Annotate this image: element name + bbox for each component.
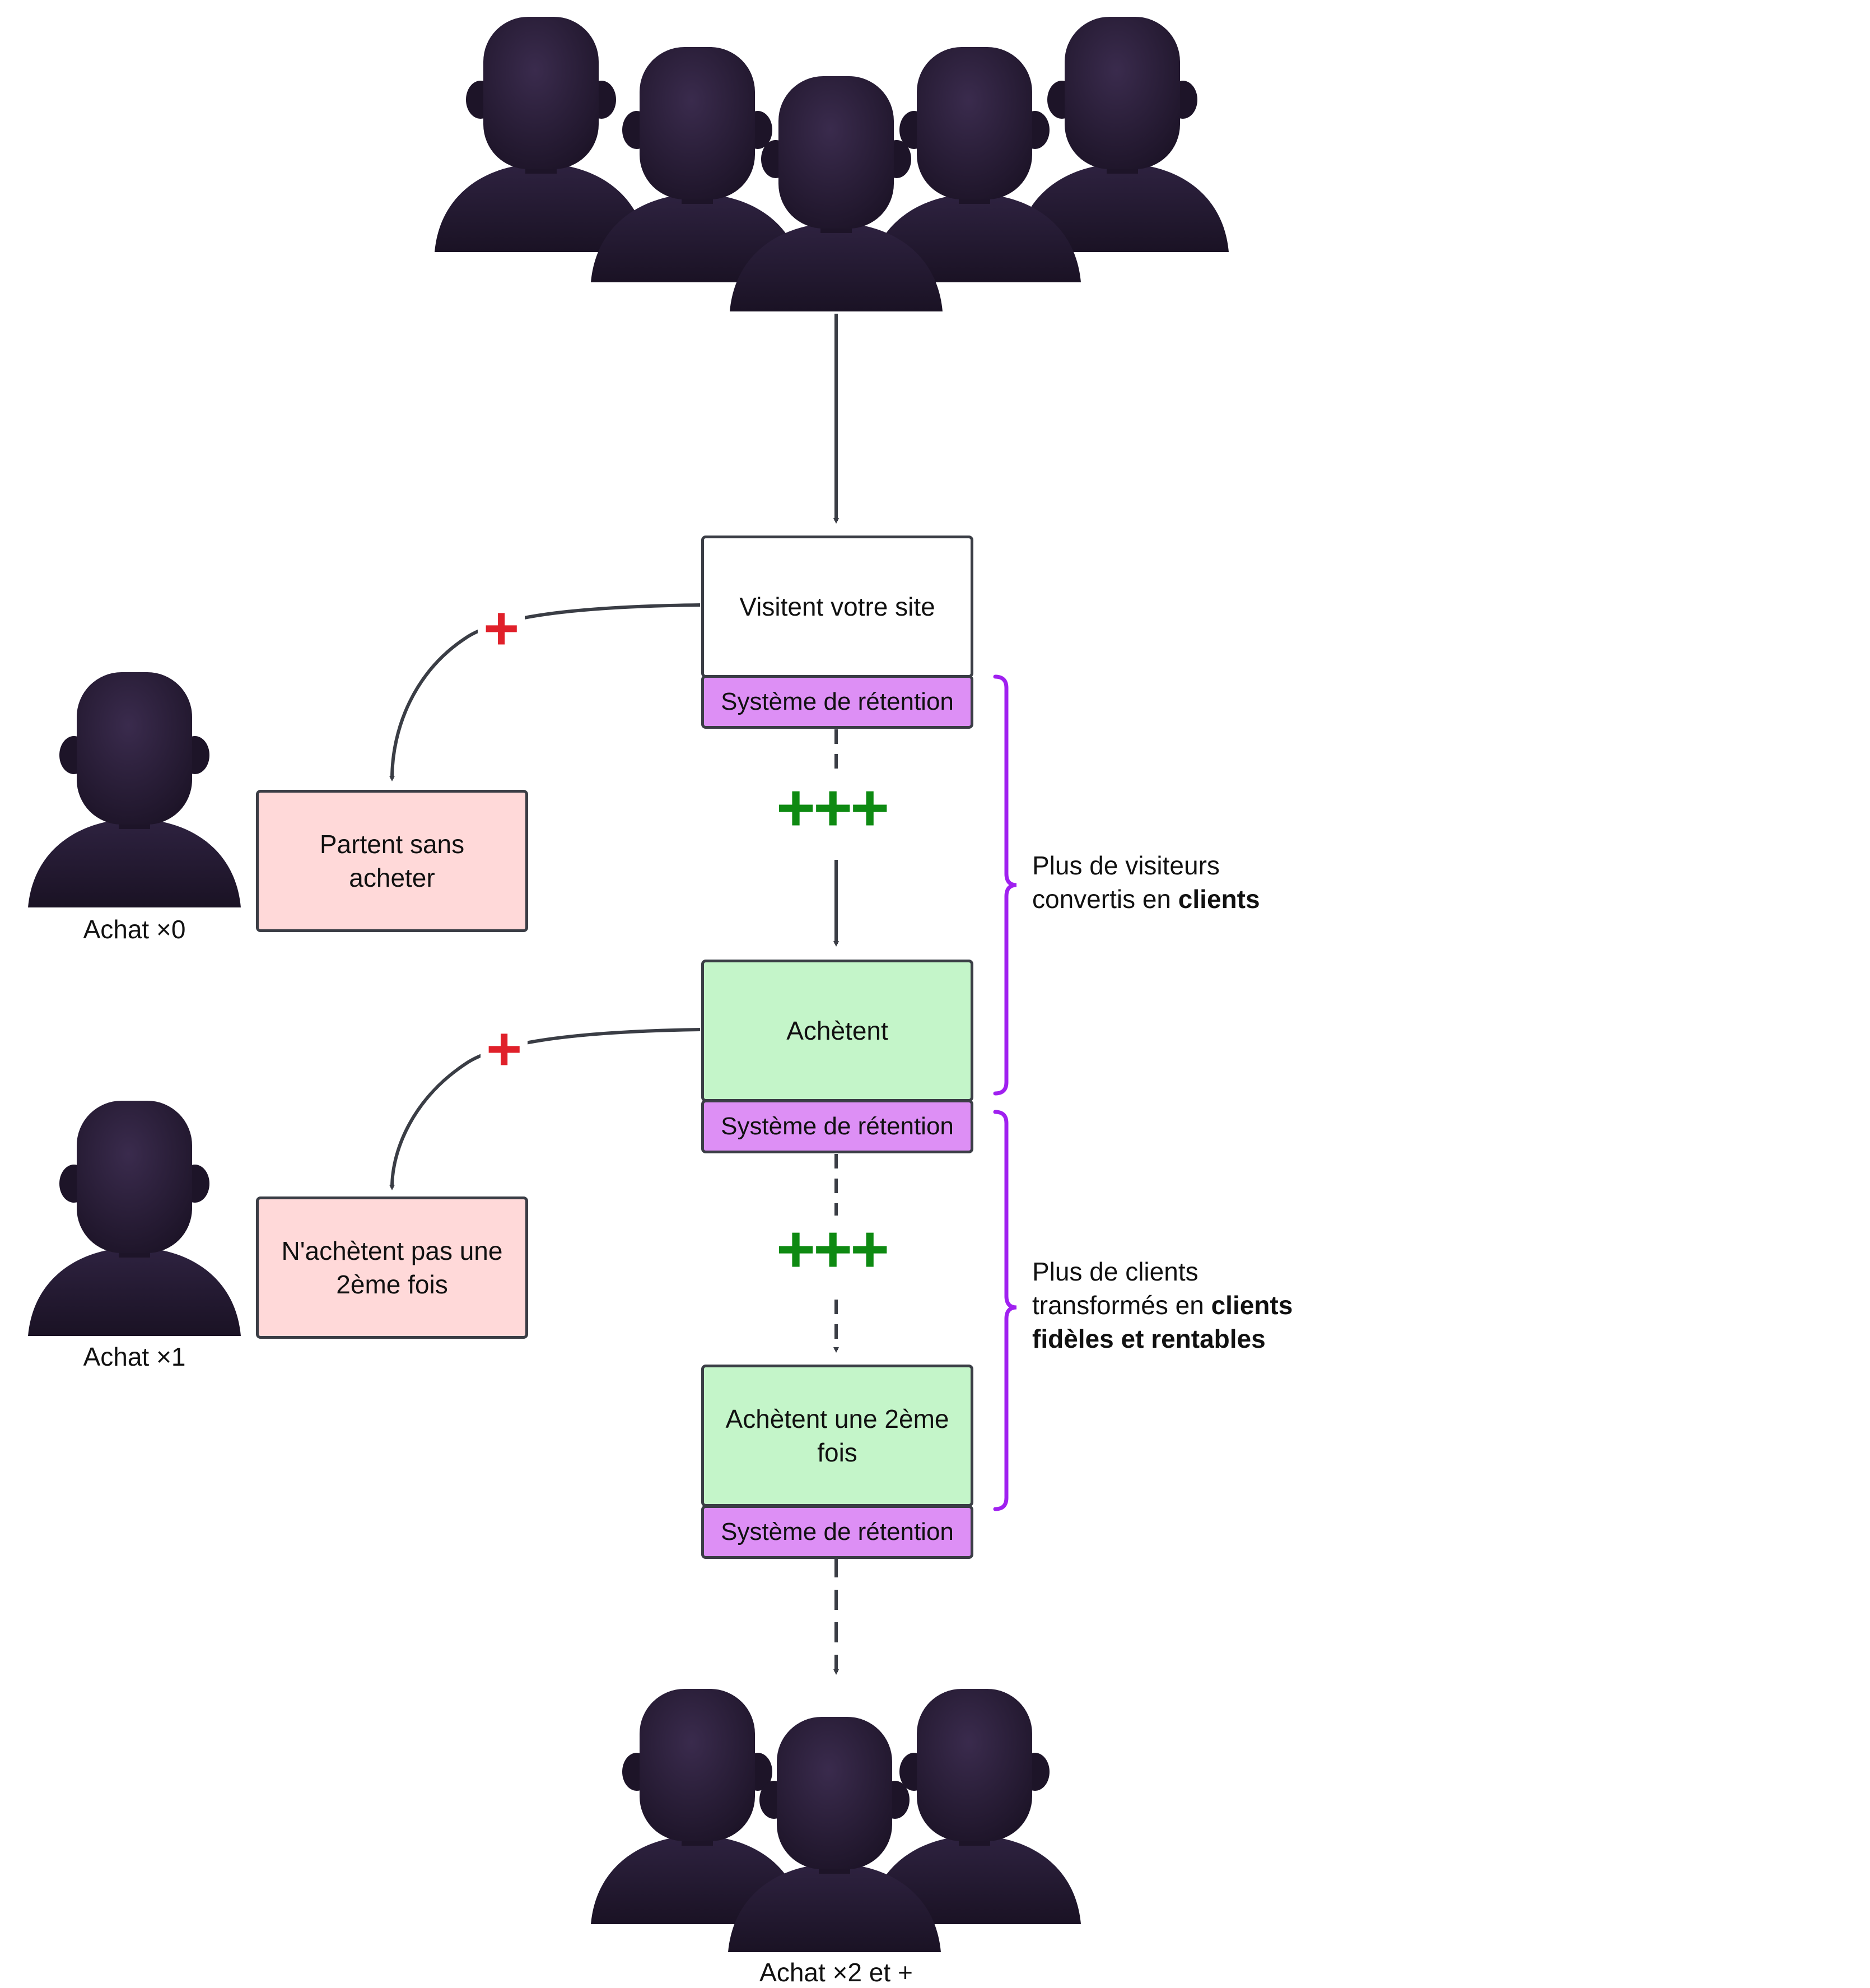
box-buy-second-label: Achètent une 2ème fois	[725, 1404, 949, 1467]
brace-label-top: Plus de visiteurs convertis en clients	[1032, 849, 1260, 916]
box-buy-label: Achètent	[786, 1016, 888, 1045]
person-icon	[28, 672, 241, 907]
brace-label-bottom: Plus de clients transformés en clients f…	[1032, 1255, 1293, 1356]
drop-marker: +	[478, 598, 525, 659]
box-leave-label: Partent sans acheter	[319, 830, 465, 892]
brace-label-top-line2: convertis en clients	[1032, 882, 1260, 916]
retention-system-1: Système de rétention	[701, 675, 973, 729]
retain-marker: +++	[772, 1216, 892, 1283]
retention-system-3: Système de rétention	[701, 1505, 973, 1559]
person-icon	[435, 17, 647, 252]
retention-label: Système de rétention	[721, 1112, 954, 1140]
caption-purchase-zero: Achat ×0	[83, 915, 186, 944]
crowd-bottom	[591, 1689, 1081, 1952]
brace-label-top-line1: Plus de visiteurs	[1032, 851, 1220, 880]
arrow-visit-to-leave	[389, 603, 701, 781]
person-icon	[728, 1717, 941, 1952]
brace-label-top-line2-pre: convertis en	[1032, 884, 1178, 914]
box-visit: Visitent votre site	[701, 536, 973, 678]
brace-bottom	[993, 1110, 1017, 1511]
box-visit-label: Visitent votre site	[739, 592, 935, 621]
crowd-top	[435, 17, 1229, 311]
retain-marker: +++	[772, 774, 892, 841]
caption-purchase-one: Achat ×1	[83, 1342, 186, 1371]
arrow-buy-to-nosecond	[389, 1028, 701, 1190]
retention-system-2: Système de rétention	[701, 1100, 973, 1153]
caption-purchase-two-plus: Achat ×2 et +	[759, 1958, 913, 1987]
brace-label-top-line2-bold: clients	[1178, 884, 1260, 914]
connectors	[389, 314, 839, 1675]
retention-label: Système de rétention	[721, 1518, 954, 1545]
box-buy-second: Achètent une 2ème fois	[701, 1365, 973, 1507]
brace-top	[993, 674, 1017, 1096]
brace-label-bottom-line2-bold: clients	[1211, 1291, 1293, 1320]
brace-label-bottom-line1: Plus de clients	[1032, 1257, 1199, 1286]
braces	[993, 674, 1017, 1511]
brace-label-bottom-line3-bold: fidèles et rentables	[1032, 1324, 1266, 1353]
brace-label-bottom-line2-pre: transformés en	[1032, 1291, 1211, 1320]
box-no-second-label: N'achètent pas une 2ème fois	[281, 1236, 503, 1299]
brace-label-bottom-line3: fidèles et rentables	[1032, 1322, 1293, 1356]
box-no-second: N'achètent pas une 2ème fois	[256, 1196, 528, 1339]
box-leave: Partent sans acheter	[256, 790, 528, 932]
drop-marker: +	[481, 1018, 528, 1080]
person-icon	[28, 1101, 241, 1336]
retention-label: Système de rétention	[721, 688, 954, 715]
box-buy: Achètent	[701, 960, 973, 1102]
brace-label-bottom-line2: transformés en clients	[1032, 1288, 1293, 1322]
